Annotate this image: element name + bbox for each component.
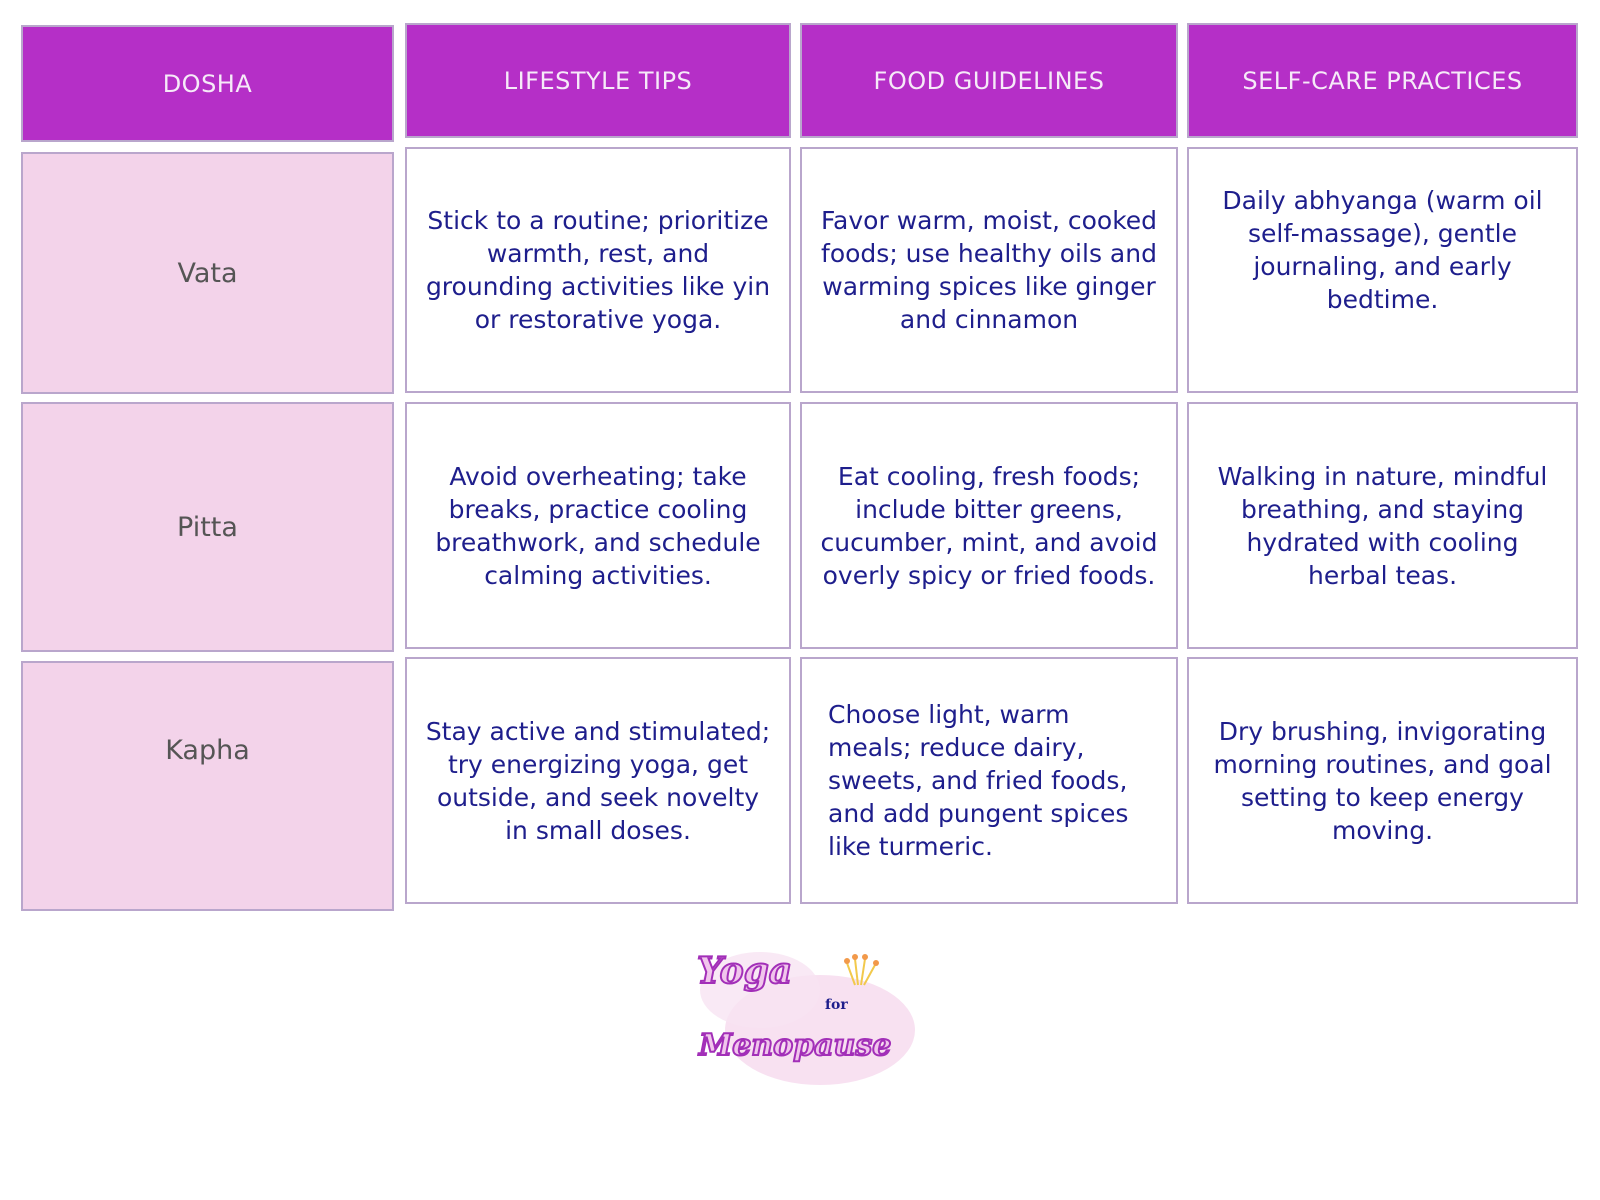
logo-text-for: for xyxy=(825,997,848,1013)
logo-text-yoga: Yoga xyxy=(697,950,792,992)
cell-text: Stay active and stimulated; try energizi… xyxy=(425,716,771,845)
table-cell: Eat cooling, fresh foods; include bitter… xyxy=(800,402,1178,649)
header-label: SELF-CARE PRACTICES xyxy=(1242,66,1523,95)
cell-text: Eat cooling, fresh foods; include bitter… xyxy=(820,461,1158,590)
cell-text: Daily abhyanga (warm oil self-massage), … xyxy=(1222,186,1543,314)
table-cell: Favor warm, moist, cooked foods; use hea… xyxy=(800,147,1178,393)
header-food-guidelines: FOOD GUIDELINES xyxy=(800,23,1178,138)
header-label: LIFESTYLE TIPS xyxy=(503,66,693,95)
table-cell: Daily abhyanga (warm oil self-massage), … xyxy=(1187,147,1578,393)
header-lifestyle-tips: LIFESTYLE TIPS xyxy=(405,23,791,138)
table-cell: Choose light, warm meals; reduce dairy, … xyxy=(800,657,1178,904)
cell-text: Dry brushing, invigorating morning routi… xyxy=(1213,716,1552,845)
header-dosha: DOSHA xyxy=(21,25,394,142)
dosha-vata: Vata xyxy=(21,152,394,394)
table-cell: Walking in nature, mindful breathing, an… xyxy=(1187,402,1578,649)
dosha-pitta: Pitta xyxy=(21,402,394,652)
header-label: DOSHA xyxy=(162,69,253,98)
yoga-for-menopause-logo: Yoga for Menopause xyxy=(685,935,925,1095)
dosha-label: Kapha xyxy=(165,735,250,766)
table-cell: Stick to a routine; prioritize warmth, r… xyxy=(405,147,791,393)
cell-text: Favor warm, moist, cooked foods; use hea… xyxy=(820,206,1158,334)
table-cell: Avoid overheating; take breaks, practice… xyxy=(405,402,791,649)
cell-text: Walking in nature, mindful breathing, an… xyxy=(1217,461,1548,590)
table-cell: Dry brushing, invigorating morning routi… xyxy=(1187,657,1578,904)
logo-graphic: Yoga for Menopause xyxy=(696,949,915,1085)
cell-text: Choose light, warm meals; reduce dairy, … xyxy=(828,700,1129,861)
cell-text: Stick to a routine; prioritize warmth, r… xyxy=(425,206,771,334)
dosha-label: Pitta xyxy=(177,511,238,543)
header-self-care-practices: SELF-CARE PRACTICES xyxy=(1187,23,1578,138)
dosha-label: Vata xyxy=(177,257,238,289)
dosha-kapha: Kapha xyxy=(21,661,394,911)
logo-text-menopause: Menopause xyxy=(698,1028,891,1063)
header-label: FOOD GUIDELINES xyxy=(873,66,1105,95)
table-cell: Stay active and stimulated; try energizi… xyxy=(405,657,791,904)
cell-text: Avoid overheating; take breaks, practice… xyxy=(435,461,761,590)
